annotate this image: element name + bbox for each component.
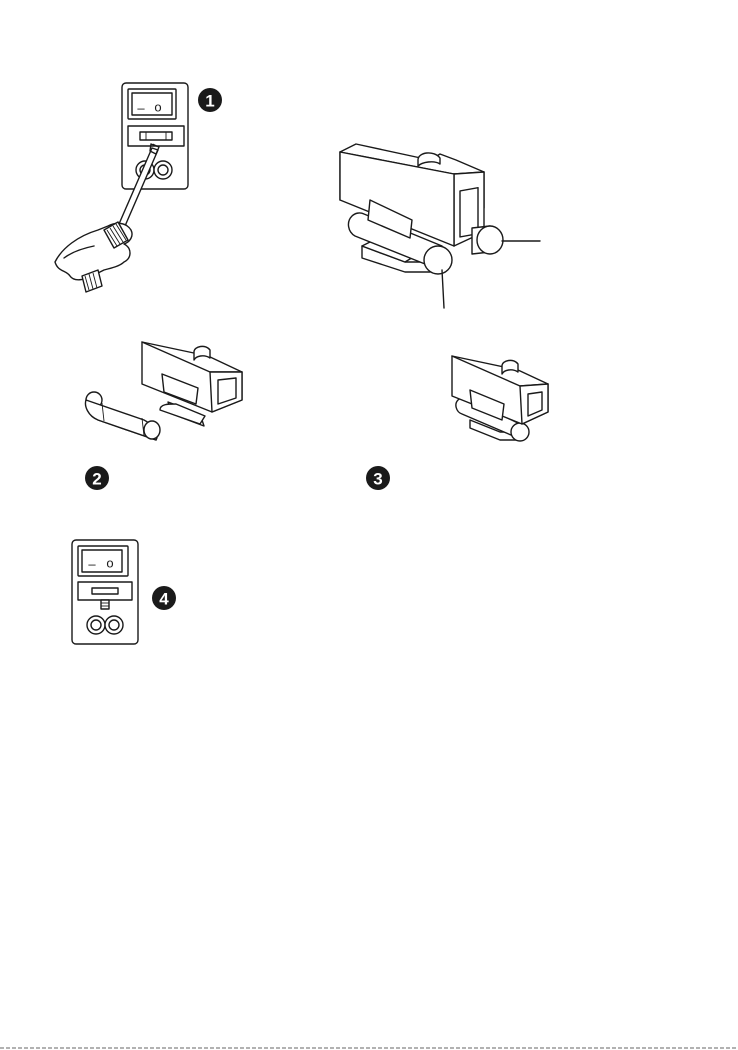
step4-power-switch: – o [78,546,128,576]
step4-switch-on-mark: o [106,556,113,571]
step3-fuse-holder-reassembled [452,356,548,441]
callout-line-spare-fuse [442,270,444,308]
loose-fuse [86,392,161,440]
switch-on-mark: o [154,100,161,115]
switch-off-mark: – [137,101,145,116]
step1-power-inlet-panel: – o [122,83,188,189]
step1-fuse-drawer [128,126,184,146]
step2-number: 2 [92,470,101,489]
step1-number: 1 [205,92,214,111]
step3-badge: 3 [366,466,390,490]
step1-power-switch: – o [128,89,176,119]
step4-number: 4 [159,590,169,609]
step4-power-inlet-panel: – o [72,540,138,644]
step2-badge: 2 [85,466,109,490]
step2-holder-and-fuse [86,342,243,440]
step1-badge: 1 [198,88,222,112]
step3-number: 3 [373,470,382,489]
step4-switch-off-mark: – [88,557,96,572]
fuse-holder-large [340,144,540,308]
hand-icon [55,222,132,292]
step4-badge: 4 [152,586,176,610]
step2-fuse-holder [142,342,242,426]
